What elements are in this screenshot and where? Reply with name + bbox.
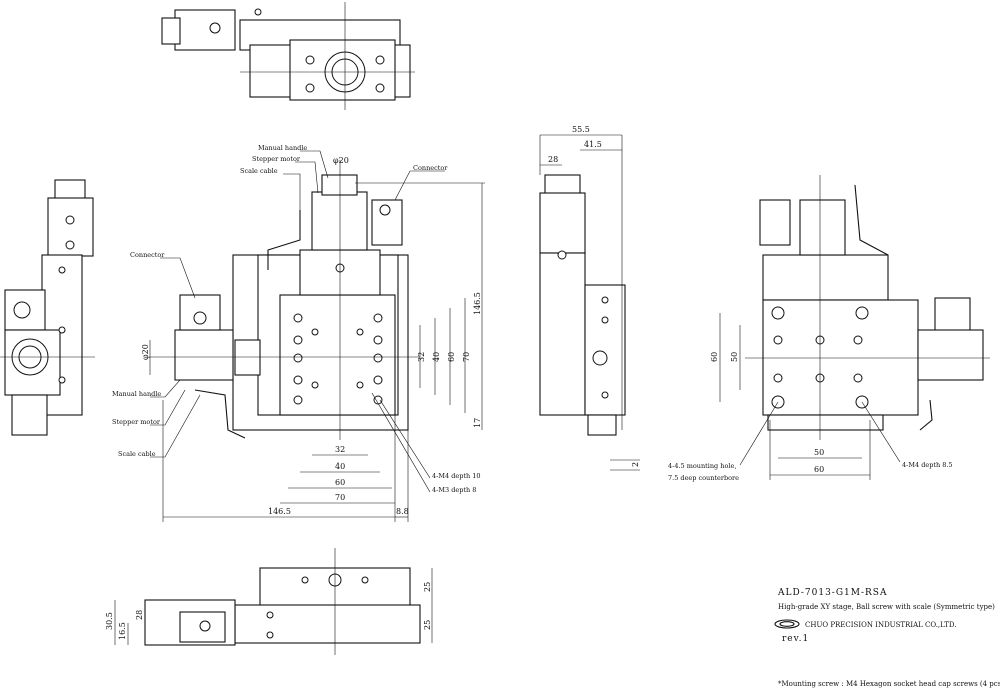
dim-146-5-v: 146.5 (473, 292, 482, 315)
dim-25-top: 25 (423, 582, 432, 592)
dim-41-5: 41.5 (584, 140, 602, 149)
model-description: High-grade XY stage, Ball screw with sca… (778, 603, 995, 611)
left-side-view (0, 179, 95, 436)
dim-16-5: 16.5 (118, 622, 127, 640)
dim-40-h: 40 (335, 462, 345, 471)
callout-stepper-motor-top: Stepper motor (252, 155, 301, 163)
model-number: ALD-7013-G1M-RSA (777, 588, 887, 598)
callout-m4-depth10: 4-M4 depth 10 (432, 472, 481, 480)
company-logo-icon (774, 619, 800, 629)
dim-50-v-bottom: 50 (730, 352, 739, 362)
dim-phi20-left: φ20 (141, 344, 150, 360)
dim-8-8: 8.8 (396, 507, 409, 516)
front-view (114, 548, 433, 655)
revision: rev.1 (782, 634, 809, 644)
dim-60-v-bottom: 60 (710, 352, 719, 362)
dim-146-5-h: 146.5 (268, 507, 291, 516)
mounting-note: *Mounting screw : M4 Hexagon socket head… (778, 680, 1000, 688)
dim-phi20-top: φ20 (333, 156, 349, 165)
callout-m4-depth85: 4-M4 depth 8.5 (902, 461, 953, 469)
dim-2: 2 (631, 462, 640, 467)
callout-m3-depth8: 4-M3 depth 8 (432, 486, 476, 494)
dim-17: 17 (473, 418, 482, 428)
callout-connector-top: Connector (413, 164, 448, 172)
dim-70-h: 70 (335, 493, 345, 502)
dim-70-v: 70 (462, 352, 471, 362)
callout-scale-cable-top: Scale cable (240, 167, 278, 175)
dim-32-h: 32 (335, 445, 345, 454)
main-plan-view (149, 160, 485, 522)
dim-60-h: 60 (335, 478, 345, 487)
bottom-view (719, 175, 990, 480)
callout-manual-handle-left: Manual handle (112, 390, 161, 398)
dim-60-v: 60 (447, 352, 456, 362)
dim-50-h-bottom: 50 (814, 448, 824, 457)
dim-25-bottom: 25 (423, 620, 432, 630)
dim-30-5: 30.5 (105, 612, 114, 630)
company-name: CHUO PRECISION INDUSTRIAL CO.,LTD. (805, 621, 956, 629)
dim-60-h-bottom: 60 (814, 465, 824, 474)
dim-40-v: 40 (432, 352, 441, 362)
dim-32-v: 32 (417, 352, 426, 362)
top-view (161, 2, 415, 110)
callout-manual-handle-top: Manual handle (258, 144, 307, 152)
right-side-view (539, 134, 640, 471)
callout-scale-cable-left: Scale cable (118, 450, 156, 458)
dim-28-side: 28 (548, 155, 558, 164)
callout-mount-hole-1: 4-4.5 mounting hole, (668, 462, 736, 470)
callout-stepper-motor-left: Stepper motor (112, 418, 161, 426)
dim-55-5: 55.5 (572, 125, 590, 134)
callout-connector-left: Connector (130, 251, 165, 259)
dim-28-front: 28 (135, 610, 144, 620)
callout-mount-hole-2: 7.5 deep counterbore (668, 474, 739, 482)
